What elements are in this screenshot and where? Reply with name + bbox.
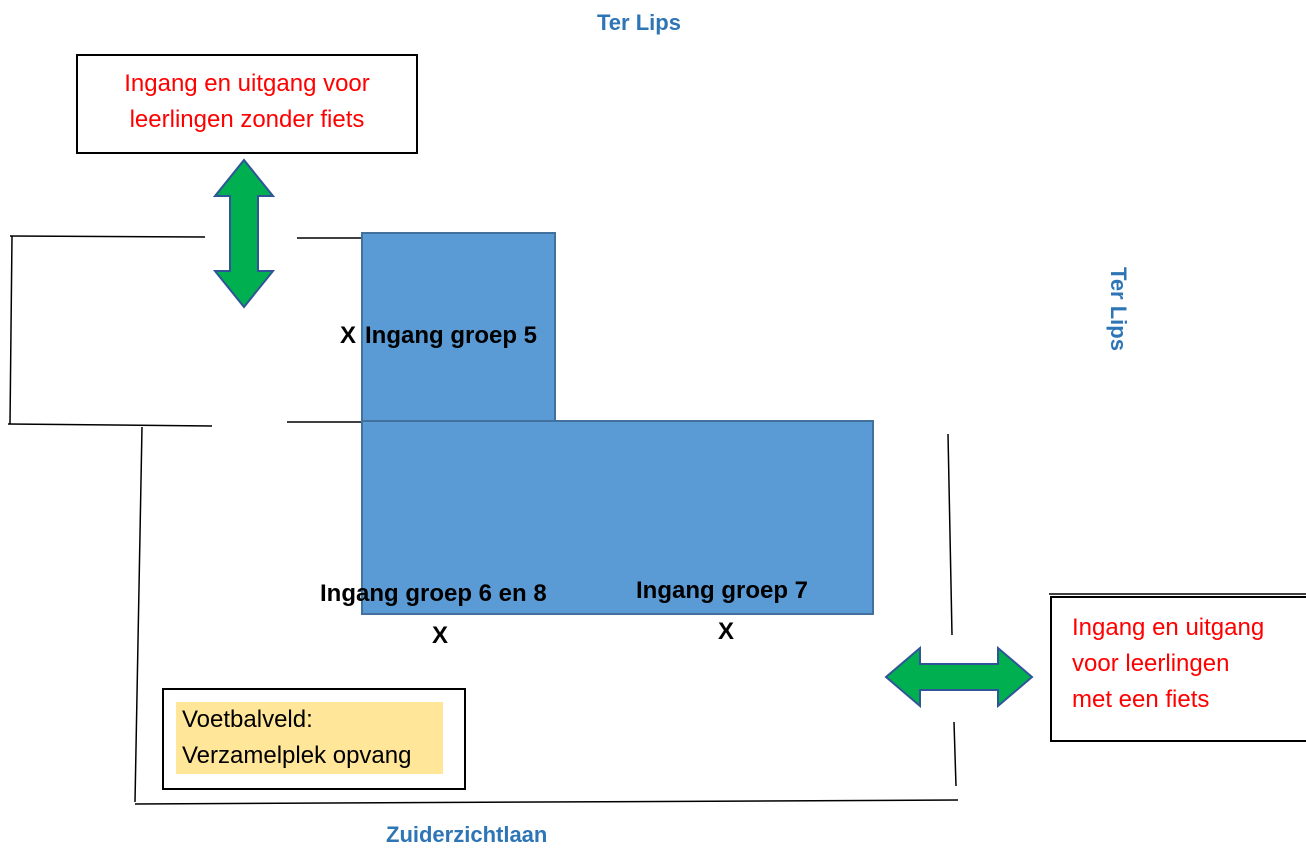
street-label-top: Ter Lips xyxy=(597,10,681,35)
entrance-bike-box: Ingang en uitgang voor leerlingen met ee… xyxy=(1050,596,1306,742)
entrance-group5-marker: X xyxy=(340,322,357,349)
double-arrow-vertical-icon xyxy=(212,158,276,309)
street-label-bottom: Zuiderzichtlaan xyxy=(386,822,548,847)
fence-lines xyxy=(7,235,1306,805)
entrance-no-bike-line2: leerlingen zonder fiets xyxy=(129,106,365,133)
double-arrow-horizontal-icon xyxy=(884,645,1034,709)
entrance-bike-line3: met een fiets xyxy=(1072,686,1210,713)
entrance-bike-line1: Ingang en uitgang xyxy=(1072,614,1265,641)
entrance-group7-marker: X xyxy=(718,618,735,645)
entrance-group6-8-marker: X xyxy=(432,622,449,649)
football-field-line2: Verzamelplek opvang xyxy=(176,738,443,774)
football-field-line1: Voetbalveld: xyxy=(176,702,443,738)
entrance-group6-8-label: Ingang groep 6 en 8 xyxy=(320,580,547,607)
street-label-right: Ter Lips xyxy=(1106,267,1131,351)
entrance-no-bike-line1: Ingang en uitgang voor xyxy=(124,70,370,97)
school-building xyxy=(361,232,874,615)
entrance-group7-label: Ingang groep 7 xyxy=(636,577,809,604)
football-field-box: Voetbalveld: Verzamelplek opvang xyxy=(162,688,466,790)
entrance-group5-label: Ingang groep 5 xyxy=(365,322,538,349)
entrance-bike-line2: voor leerlingen xyxy=(1072,650,1230,677)
entrance-no-bike-box: Ingang en uitgang voor leerlingen zonder… xyxy=(76,54,418,154)
